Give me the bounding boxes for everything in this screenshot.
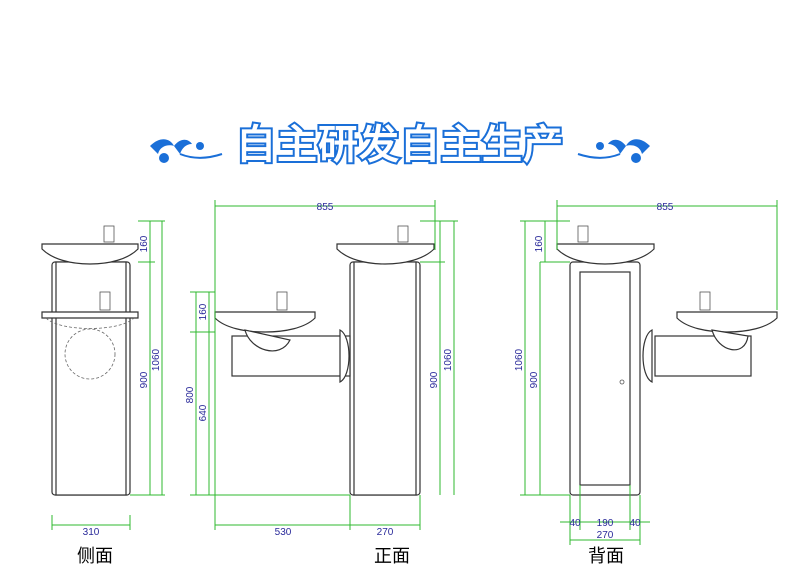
front-dim-lower-height: 800 <box>185 386 196 403</box>
front-dim-arm-width: 530 <box>275 527 292 538</box>
right-flourish-icon <box>577 139 650 163</box>
side-view-label: 侧面 <box>77 546 113 567</box>
back-dim-top-height: 160 <box>534 235 545 252</box>
front-dim-total-height: 1060 <box>443 348 454 371</box>
back-dim-right-frame: 40 <box>629 518 641 529</box>
side-dim-width: 310 <box>83 527 100 538</box>
back-dim-body-height: 900 <box>529 371 540 388</box>
back-dim-total-width: 855 <box>657 202 674 213</box>
front-dim-body-height: 900 <box>429 371 440 388</box>
back-dim-door-width: 190 <box>597 518 614 529</box>
back-view: 855 160 1060 900 40 190 40 270 背面 <box>514 200 778 567</box>
back-view-label: 背面 <box>588 546 624 567</box>
back-dim-total-height: 1060 <box>514 348 525 371</box>
side-view: 160 900 1060 310 侧面 <box>41 220 165 567</box>
front-dim-total-width: 855 <box>317 202 334 213</box>
banner-title: 自主研发自主生产 <box>236 122 564 168</box>
back-dim-body-width: 270 <box>597 530 614 541</box>
left-flourish-icon <box>150 139 223 163</box>
front-dim-body-width: 270 <box>377 527 394 538</box>
side-dim-body-height: 900 <box>139 371 150 388</box>
front-view: 855 160 800 640 900 1060 530 270 正面 <box>185 200 458 567</box>
back-dim-left-frame: 40 <box>569 518 581 529</box>
front-dim-lower-basin-height: 160 <box>198 303 209 320</box>
front-view-label: 正面 <box>374 546 410 567</box>
side-dim-top-height: 160 <box>139 235 150 252</box>
side-dim-total-height: 1060 <box>151 348 162 371</box>
front-dim-arm-height: 640 <box>198 404 209 421</box>
banner: 自主研发自主生产 <box>150 120 650 170</box>
